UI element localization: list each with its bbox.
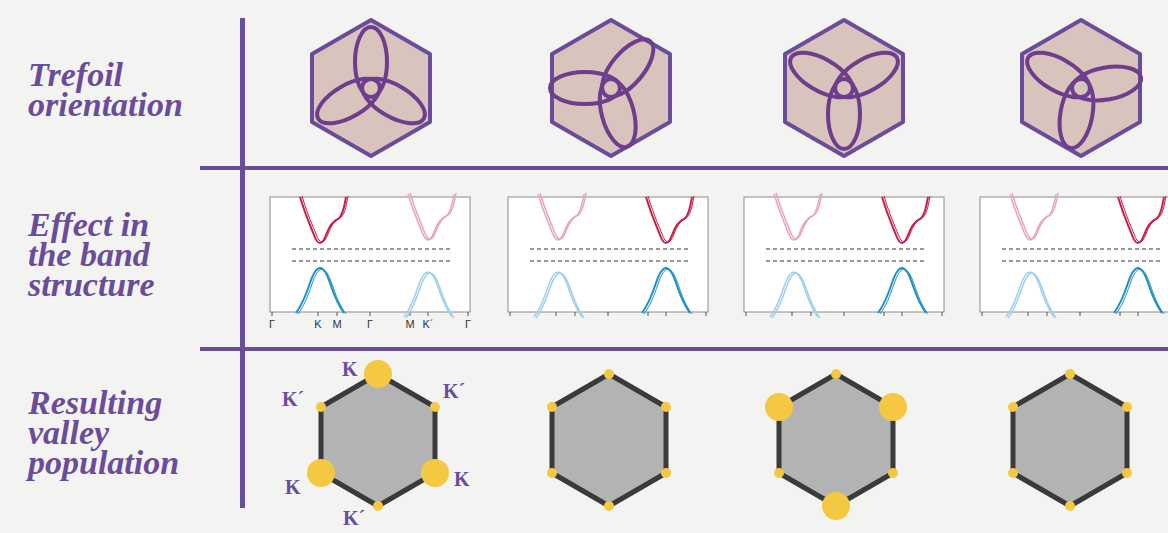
row-heading: Effect in the band structure — [28, 210, 196, 300]
trefoil-hexagon — [783, 20, 905, 156]
band-structure — [744, 193, 944, 318]
axis-tick-label: Γ — [465, 318, 471, 331]
valley-hexagon — [307, 360, 449, 511]
valley-hexagon — [547, 369, 671, 511]
trefoil-hexagon — [550, 20, 670, 156]
valley-label: K´ — [282, 388, 304, 410]
valley-label: K — [342, 358, 358, 380]
valley-label: K´ — [443, 380, 465, 402]
valley-hexagon — [765, 369, 907, 520]
band-structure — [508, 193, 708, 318]
divider — [200, 166, 1168, 170]
divider — [240, 18, 245, 508]
valley-label: K — [285, 476, 301, 498]
axis-tick-label: K — [314, 318, 321, 331]
row-heading: Trefoil orientation — [28, 60, 196, 120]
row-heading: Resulting valley population — [28, 388, 196, 478]
band-structure — [980, 193, 1168, 318]
valley-label: K — [454, 468, 470, 490]
axis-tick-label: M — [332, 318, 341, 331]
trefoil-hexagon — [1020, 20, 1144, 156]
axis-tick-label: K´ — [423, 318, 434, 331]
axis-tick-label: M — [405, 318, 414, 331]
axis-tick-label: Γ — [367, 318, 373, 331]
band-structure — [270, 193, 470, 318]
trefoil-hexagon — [310, 20, 432, 156]
valley-hexagon — [1008, 369, 1132, 511]
axis-tick-label: Γ — [269, 318, 275, 331]
valley-label: K´ — [343, 507, 365, 529]
divider — [200, 347, 1168, 351]
